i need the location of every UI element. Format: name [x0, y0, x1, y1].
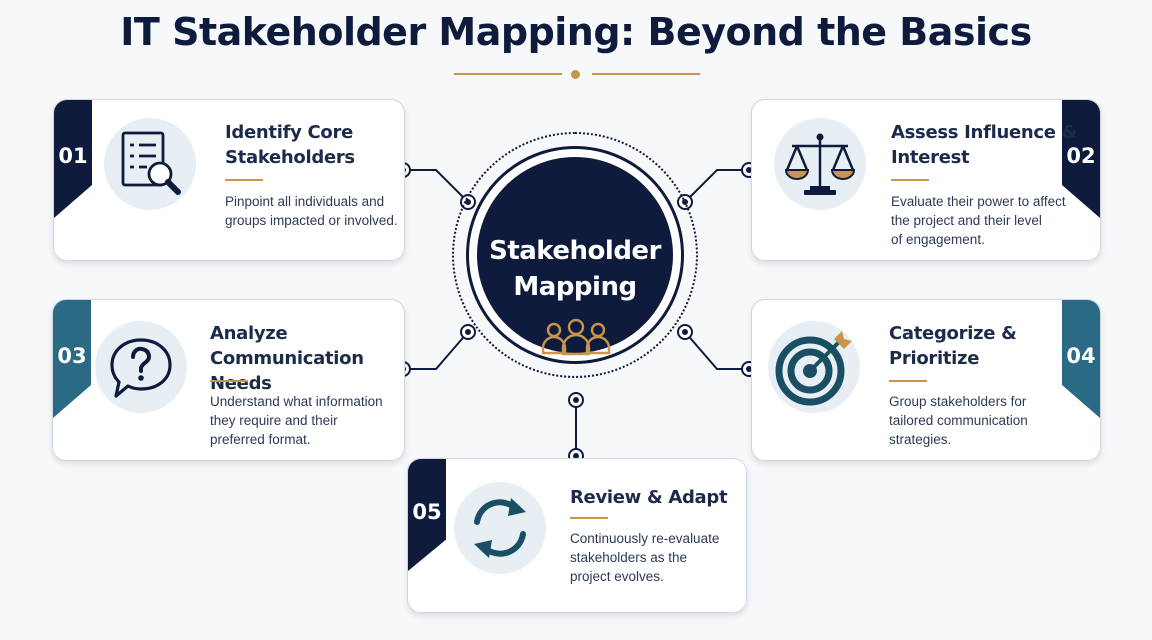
- hub-dotted-ring: [452, 132, 698, 378]
- step-number-badge: 01: [54, 100, 92, 218]
- page-title: IT Stakeholder Mapping: Beyond the Basic…: [120, 10, 1032, 54]
- icon-container: [104, 118, 196, 210]
- refresh-cycle-icon: [474, 498, 526, 558]
- checklist-magnifier-icon: [121, 131, 181, 195]
- question-bubble-icon: [110, 338, 172, 398]
- title-divider-right: [592, 73, 700, 75]
- step-title-underline: [891, 179, 929, 181]
- people-group-icon: [541, 318, 611, 356]
- icon-container: [95, 321, 187, 413]
- step-card-01: 01 Identify Core Stakeholders Pinpoint a…: [53, 99, 405, 261]
- step-title-underline: [570, 517, 608, 519]
- step-title: Identify Core Stakeholders: [225, 122, 355, 168]
- step-description: Evaluate their power to affect the proje…: [891, 194, 1066, 247]
- step-title-underline: [225, 179, 263, 181]
- step-number-badge: 04: [1062, 300, 1100, 418]
- step-description: Continuously re-evaluate stakeholders as…: [570, 531, 720, 584]
- step-title-underline: [210, 380, 248, 382]
- step-title: Review & Adapt: [570, 487, 728, 508]
- target-arrow-icon: [775, 331, 852, 406]
- step-card-02: 02 Assess Influence & Interest Evaluate …: [751, 99, 1101, 261]
- step-description: Group stakeholders for tailored communic…: [889, 394, 1028, 447]
- step-title: Assess Influence & Interest: [891, 122, 1078, 168]
- icon-container: [774, 118, 866, 210]
- hub-title: Stakeholder Mapping: [489, 236, 661, 302]
- step-card-03: 03 Analyze Communication Needs Understan…: [52, 299, 405, 461]
- title-divider-left: [454, 73, 562, 75]
- step-title-underline: [889, 380, 927, 382]
- icon-container: [454, 482, 546, 574]
- step-card-04: 04 Categorize & Prioritize Group stakeho…: [751, 299, 1101, 461]
- step-description: Pinpoint all individuals and groups impa…: [225, 194, 398, 228]
- balance-scale-icon: [784, 133, 856, 195]
- step-card-05: 05 Review & Adapt Continuously re-evalua…: [407, 458, 747, 613]
- step-number-badge: 05: [408, 459, 446, 571]
- step-title: Analyze Communication Needs: [210, 323, 364, 394]
- step-title: Categorize & Prioritize: [889, 323, 1017, 369]
- icon-container: [768, 321, 860, 413]
- step-description: Understand what information they require…: [210, 394, 383, 447]
- step-number-badge: 03: [53, 300, 91, 418]
- title-divider-dot: [571, 70, 580, 79]
